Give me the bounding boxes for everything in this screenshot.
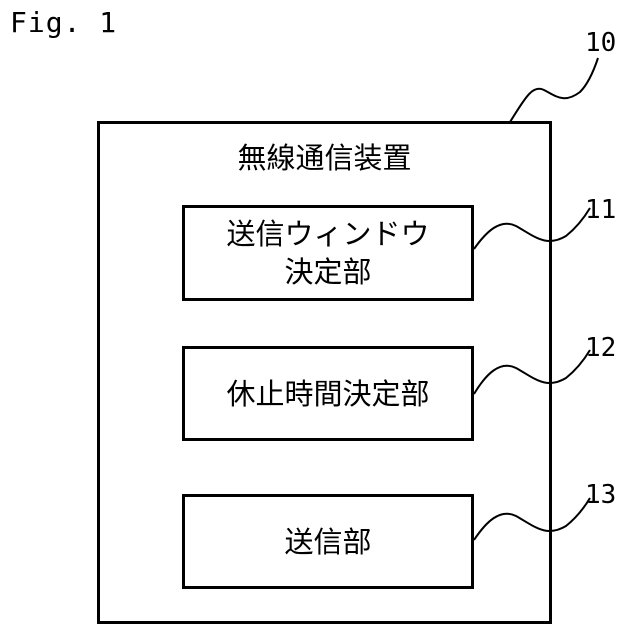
pause-time-determiner-block: 休止時間決定部 [182, 346, 474, 441]
transmitter-block: 送信部 [182, 494, 474, 589]
block-label: 休止時間決定部 [226, 375, 429, 413]
block-label: 送信部 [284, 523, 371, 561]
device-title: 無線通信装置 [97, 140, 552, 176]
pause-time-determiner-reference-number: 12 [585, 333, 616, 363]
block-label-line: 送信部 [284, 523, 371, 561]
window-determiner-reference-number: 11 [585, 195, 616, 225]
transmission-window-determiner-block: 送信ウィンドウ 決定部 [182, 205, 474, 301]
leader-line-10 [510, 58, 598, 122]
device-reference-number: 10 [585, 28, 616, 58]
block-label-line: 送信ウィンドウ [226, 215, 429, 253]
transmitter-reference-number: 13 [585, 480, 616, 510]
block-label: 送信ウィンドウ 決定部 [226, 215, 429, 291]
block-label-line: 決定部 [226, 253, 429, 291]
block-label-line: 休止時間決定部 [226, 375, 429, 413]
figure-label: Fig. 1 [10, 6, 117, 40]
